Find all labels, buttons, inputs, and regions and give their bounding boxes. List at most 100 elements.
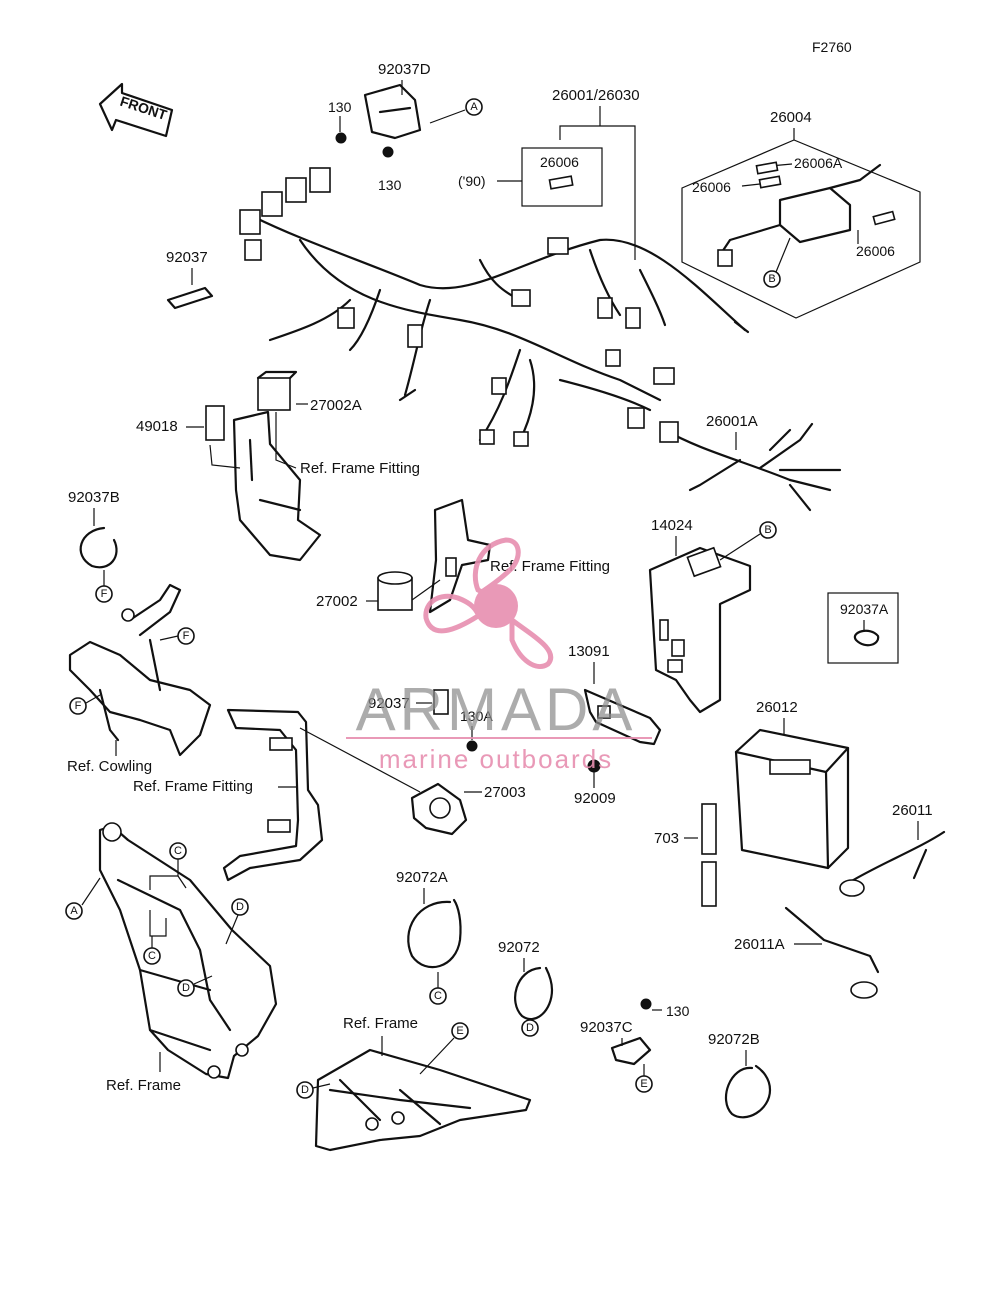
cowling-bracket <box>68 583 212 757</box>
callout-F-3 <box>69 697 87 715</box>
callout-B-junction <box>763 270 781 288</box>
junction-box <box>717 163 882 267</box>
cable-26011A <box>784 906 880 999</box>
callout-C-92072A <box>429 987 447 1005</box>
callout-D-letter: D <box>301 1084 309 1096</box>
label-27002A: 27002A <box>310 397 362 414</box>
label-92009: 92009 <box>574 790 616 807</box>
label-14024: 14024 <box>651 517 693 534</box>
callout-A-top <box>465 98 483 116</box>
diagram-code: F2760 <box>812 39 852 55</box>
label-ref-frame-fitting-3: Ref. Frame Fitting <box>133 778 253 795</box>
watermark-tagline: marine outboards <box>379 744 613 774</box>
callout-D-letter: D <box>182 982 190 994</box>
label-130-bottom: 130 <box>378 177 402 193</box>
box-92037A <box>827 592 899 664</box>
callout-F-2 <box>177 627 195 645</box>
callout-A-letter: A <box>70 905 78 917</box>
horn-27003 <box>410 782 468 836</box>
clamp-92072A <box>407 898 462 969</box>
frame-fitting-long-bracket <box>222 708 324 882</box>
sub-frame <box>314 1048 532 1152</box>
label-ref-frame-sub: Ref. Frame <box>343 1015 418 1032</box>
sub-harness-26001A <box>659 421 842 512</box>
label-26011: 26011 <box>892 802 933 819</box>
label-92037-mid: 92037 <box>368 695 410 712</box>
label-26001A: 26001A <box>706 413 758 430</box>
label-92037B: 92037B <box>68 489 120 506</box>
label-27003: 27003 <box>484 784 526 801</box>
callout-A-letter: A <box>470 101 478 113</box>
main-wiring-harness <box>239 167 750 447</box>
flasher-49018 <box>205 405 225 441</box>
label-26012: 26012 <box>756 699 798 716</box>
battery-26012 <box>734 728 850 870</box>
bolt-icon <box>640 998 652 1010</box>
callout-E-letter: E <box>456 1025 463 1037</box>
tube-703 <box>701 803 717 907</box>
label-ref-cowling: Ref. Cowling <box>67 758 152 775</box>
bracket-13091 <box>583 688 662 746</box>
label-26006-right: 26006 <box>856 243 895 259</box>
label-49018: 49018 <box>136 418 178 435</box>
bolt-icon <box>382 146 394 158</box>
clamp-92037A <box>853 629 880 647</box>
label-26006A: 26006A <box>794 155 843 171</box>
relay-bracket <box>232 410 322 562</box>
label-13091: 13091 <box>568 643 610 660</box>
callout-C-letter: C <box>174 845 182 857</box>
callout-D-frame-top <box>231 898 249 916</box>
fuse-box-90 <box>521 147 603 207</box>
label-26004: 26004 <box>770 109 812 126</box>
label-92037C: 92037C <box>580 1019 633 1036</box>
watermark-brand: ARMADA <box>356 676 637 743</box>
clamp-92072B <box>724 1064 772 1119</box>
armada-watermark: ARMADA marine outboards <box>346 537 652 774</box>
relay-27002A <box>256 370 298 411</box>
clamp-92037 <box>166 286 214 310</box>
label-90: ('90) <box>458 173 486 189</box>
fuse-icon <box>758 175 782 189</box>
front-label: FRONT <box>118 93 169 123</box>
label-27002: 27002 <box>316 593 358 610</box>
label-26001-26030: 26001/26030 <box>552 87 640 104</box>
frame-fitting-bracket <box>428 498 492 614</box>
label-92072B: 92072B <box>708 1031 760 1048</box>
callout-B-bracket <box>759 521 777 539</box>
label-26011A: 26011A <box>734 936 785 953</box>
label-ref-frame-fitting-1: Ref. Frame Fitting <box>300 460 420 477</box>
callout-D-letter: D <box>236 901 244 913</box>
callout-F-letter: F <box>101 588 108 600</box>
label-130A: 130A <box>460 708 493 724</box>
callout-B-letter: B <box>764 524 771 536</box>
main-frame <box>98 822 278 1080</box>
clamp-92037C <box>610 1036 652 1066</box>
callout-E-92037C <box>635 1075 653 1093</box>
bolt-icon <box>335 132 347 144</box>
callout-A-frame <box>65 902 83 920</box>
junction-box-outline <box>681 139 921 319</box>
label-ref-frame-fitting-2: Ref. Frame Fitting <box>490 558 610 575</box>
label-92072A: 92072A <box>396 869 448 886</box>
callout-D-92072 <box>521 1019 539 1037</box>
callout-E-subframe <box>451 1022 469 1040</box>
cable-26011 <box>839 830 946 897</box>
label-130-lower: 130 <box>666 1003 690 1019</box>
label-26006-left: 26006 <box>692 179 731 195</box>
clamp-92037-mid <box>433 689 449 715</box>
callout-B-letter: B <box>768 273 775 285</box>
fuse-icon <box>548 175 574 190</box>
fuse-icon <box>755 161 779 175</box>
label-92072: 92072 <box>498 939 540 956</box>
callout-D-frame-bottom <box>177 979 195 997</box>
bolt-icon <box>466 740 478 752</box>
label-92037A: 92037A <box>840 601 889 617</box>
callout-D-subframe <box>296 1081 314 1099</box>
callout-D-letter: D <box>526 1022 534 1034</box>
label-92037-top: 92037 <box>166 249 208 266</box>
front-arrow-icon: FRONT <box>98 82 174 138</box>
callout-E-letter: E <box>640 1078 647 1090</box>
relay-27002 <box>377 571 413 611</box>
